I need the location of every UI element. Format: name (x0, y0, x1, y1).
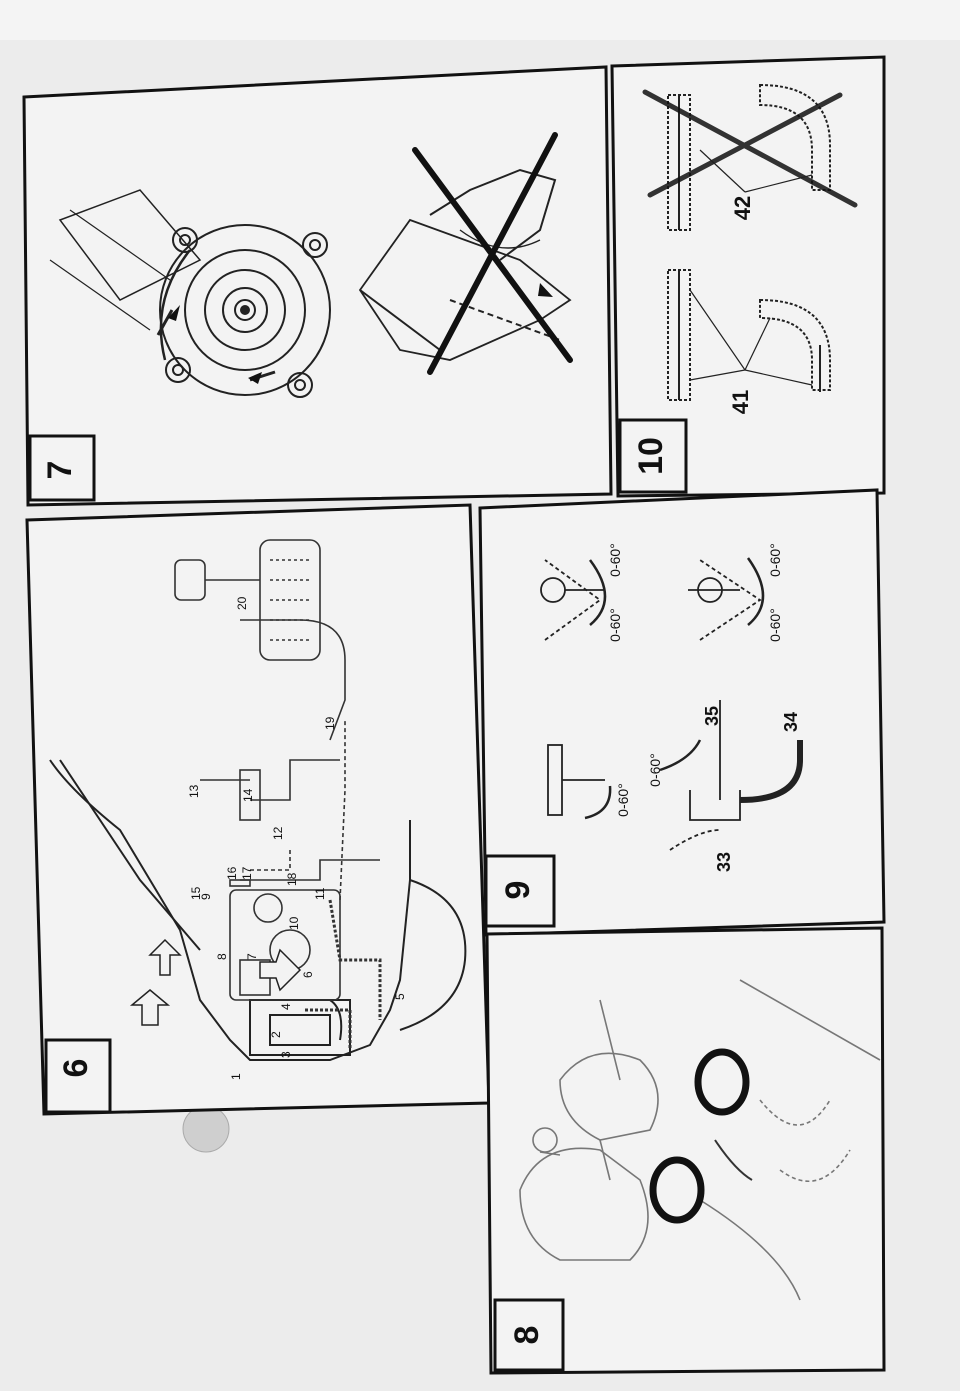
arrow-icon (129, 938, 302, 1026)
callout-10: 10 (287, 916, 301, 930)
callout-41: 41 (728, 390, 753, 414)
angle-label: 0-60° (607, 608, 623, 642)
arrow-icon (168, 305, 262, 384)
callout-6: 6 (301, 971, 315, 978)
leader-lines (689, 149, 813, 386)
panel-10-badge (618, 418, 688, 494)
callout-11: 11 (313, 887, 327, 900)
float-switch-drawing (519, 979, 881, 1301)
fuel-tank (259, 539, 321, 661)
panel-7: 7 (22, 65, 613, 507)
callout-2: 2 (269, 1031, 283, 1038)
callout-34: 34 (781, 712, 801, 732)
callout-16: 16 (225, 866, 239, 880)
callout-14: 14 (241, 788, 255, 802)
angle-label: 0-60° (767, 608, 783, 642)
cross-mark-icon (412, 132, 573, 375)
arrow-icon (714, 1139, 753, 1181)
panel-6-badge (44, 1038, 112, 1114)
callout-1: 1 (229, 1073, 243, 1080)
panel-7-badge (28, 434, 96, 502)
correct-hose-drawing (667, 269, 831, 401)
angle-label: 0-60° (647, 753, 663, 787)
panel-10: 10 41 42 (610, 55, 886, 498)
angle-label: 0-60° (615, 783, 631, 817)
callout-9: 9 (199, 893, 213, 900)
callout-15: 15 (189, 886, 203, 900)
o-ring-icon (649, 1048, 750, 1224)
callout-8: 8 (215, 953, 229, 960)
wrong-hose-drawing (667, 83, 831, 231)
panel-9: 9 0-60° 0-60° 0-60° 0-60° 0-60° 0-60° 33… (478, 488, 886, 937)
panel-8-badge (493, 1298, 565, 1372)
panel-6: 6 (25, 503, 491, 1116)
panel-9-badge (484, 854, 556, 928)
callout-3: 3 (279, 1051, 293, 1058)
arrow-icon (538, 283, 553, 297)
callout-42: 42 (730, 196, 755, 220)
panel-7-number: 7 (41, 461, 79, 480)
callout-7: 7 (245, 953, 259, 960)
engine-system-drawing (174, 539, 382, 1050)
callout-4: 4 (279, 1003, 293, 1010)
panel-8: 8 (485, 926, 886, 1375)
callout-13: 13 (187, 784, 201, 798)
incorrect-mounting-drawing (358, 168, 572, 361)
panel-9-number: 9 (499, 881, 537, 900)
angle-label: 0-60° (767, 543, 783, 577)
panel-10-number: 10 (632, 437, 670, 475)
callout-19: 19 (323, 716, 337, 730)
panel-6-number: 6 (57, 1059, 95, 1078)
callout-12: 12 (271, 826, 285, 840)
callout-5: 5 (393, 993, 407, 1000)
panel-8-number: 8 (508, 1326, 546, 1345)
callout-18: 18 (285, 872, 299, 886)
callout-17: 17 (240, 866, 254, 880)
cross-mark-icon (642, 89, 858, 208)
callout-20: 20 (235, 596, 249, 610)
angle-label: 0-60° (607, 543, 623, 577)
callout-33: 33 (714, 852, 734, 872)
fitting-drawings (540, 557, 803, 851)
callout-35: 35 (702, 706, 722, 726)
